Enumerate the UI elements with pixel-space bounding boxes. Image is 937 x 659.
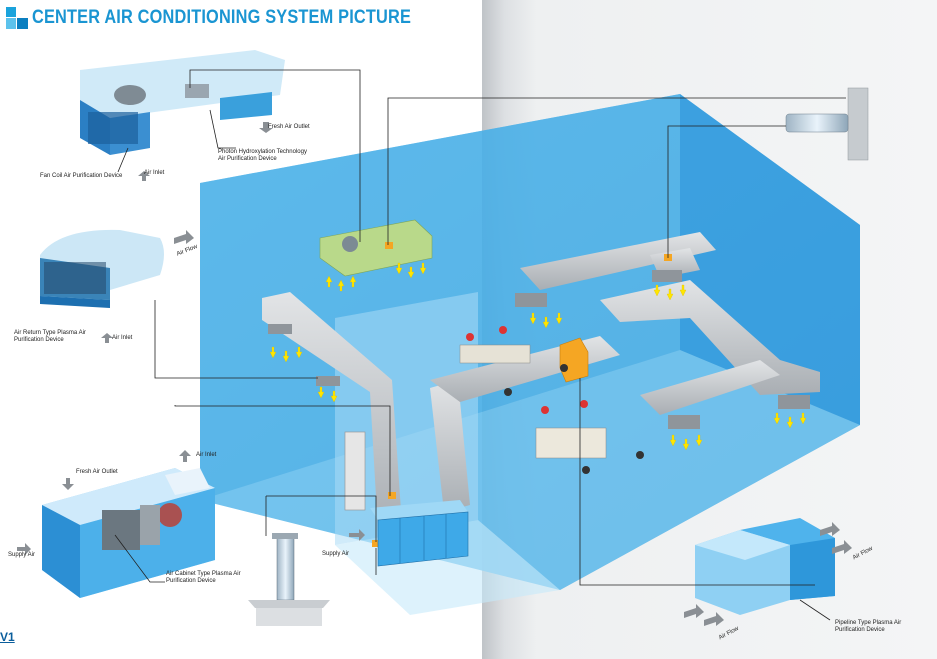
label-supply-air-left: Supply Air [8, 552, 36, 558]
label-fresh-air-outlet-top: Fresh Air Outlet [268, 124, 310, 130]
air-cabinet-illustration [17, 450, 215, 598]
label-air-inlet-mid: Air Inlet [112, 335, 133, 341]
title-block: CENTER AIR CONDITIONING SYSTEM PICTURE [6, 6, 473, 30]
label-air-return-line1: Air Return Type Plasma Air [14, 330, 86, 336]
air-return-device-illustration [40, 229, 194, 343]
callout-lines [114, 69, 846, 621]
label-fan-coil: Fan Coil Air Purification Device [40, 173, 123, 179]
label-fresh-air-outlet-cabinet: Fresh Air Outlet [76, 469, 118, 475]
label-supply-air-room: Supply Air [322, 551, 350, 557]
supply-air-arrows [269, 262, 807, 451]
brand-square-icon [6, 7, 28, 29]
label-photon-line2: Air Purification Device [218, 156, 277, 162]
pipeline-device-illustration [684, 518, 852, 626]
label-photon-line1: Photon Hydroxylation Technology [218, 149, 307, 155]
label-air-return-line2: Purification Device [14, 337, 64, 343]
label-air-inlet-top: Air Inlet [144, 170, 165, 176]
page-marker: V1 [0, 630, 15, 644]
room-volume [200, 94, 860, 615]
photon-tube-illustration [248, 533, 330, 626]
label-pipeline-line2: Purification Device [835, 627, 885, 633]
label-pipeline-line1: Pipeline Type Plasma Air [835, 620, 902, 626]
label-air-inlet-cabinet: Air Inlet [196, 452, 217, 458]
room-air-handler [370, 500, 469, 567]
page-title: CENTER AIR CONDITIONING SYSTEM PICTURE [32, 7, 412, 28]
label-cabinet-line2: Purification Device [166, 578, 216, 584]
supply-air-room-arrow [349, 529, 365, 541]
office-furniture [459, 326, 644, 474]
fan-coil-device-illustration [80, 50, 285, 155]
air-arrows-top-left [138, 122, 273, 181]
wall-purifier-illustration [785, 87, 869, 161]
label-cabinet-line1: Air Cabinet Type Plasma Air [166, 571, 241, 577]
supply-duct-network [262, 219, 820, 547]
